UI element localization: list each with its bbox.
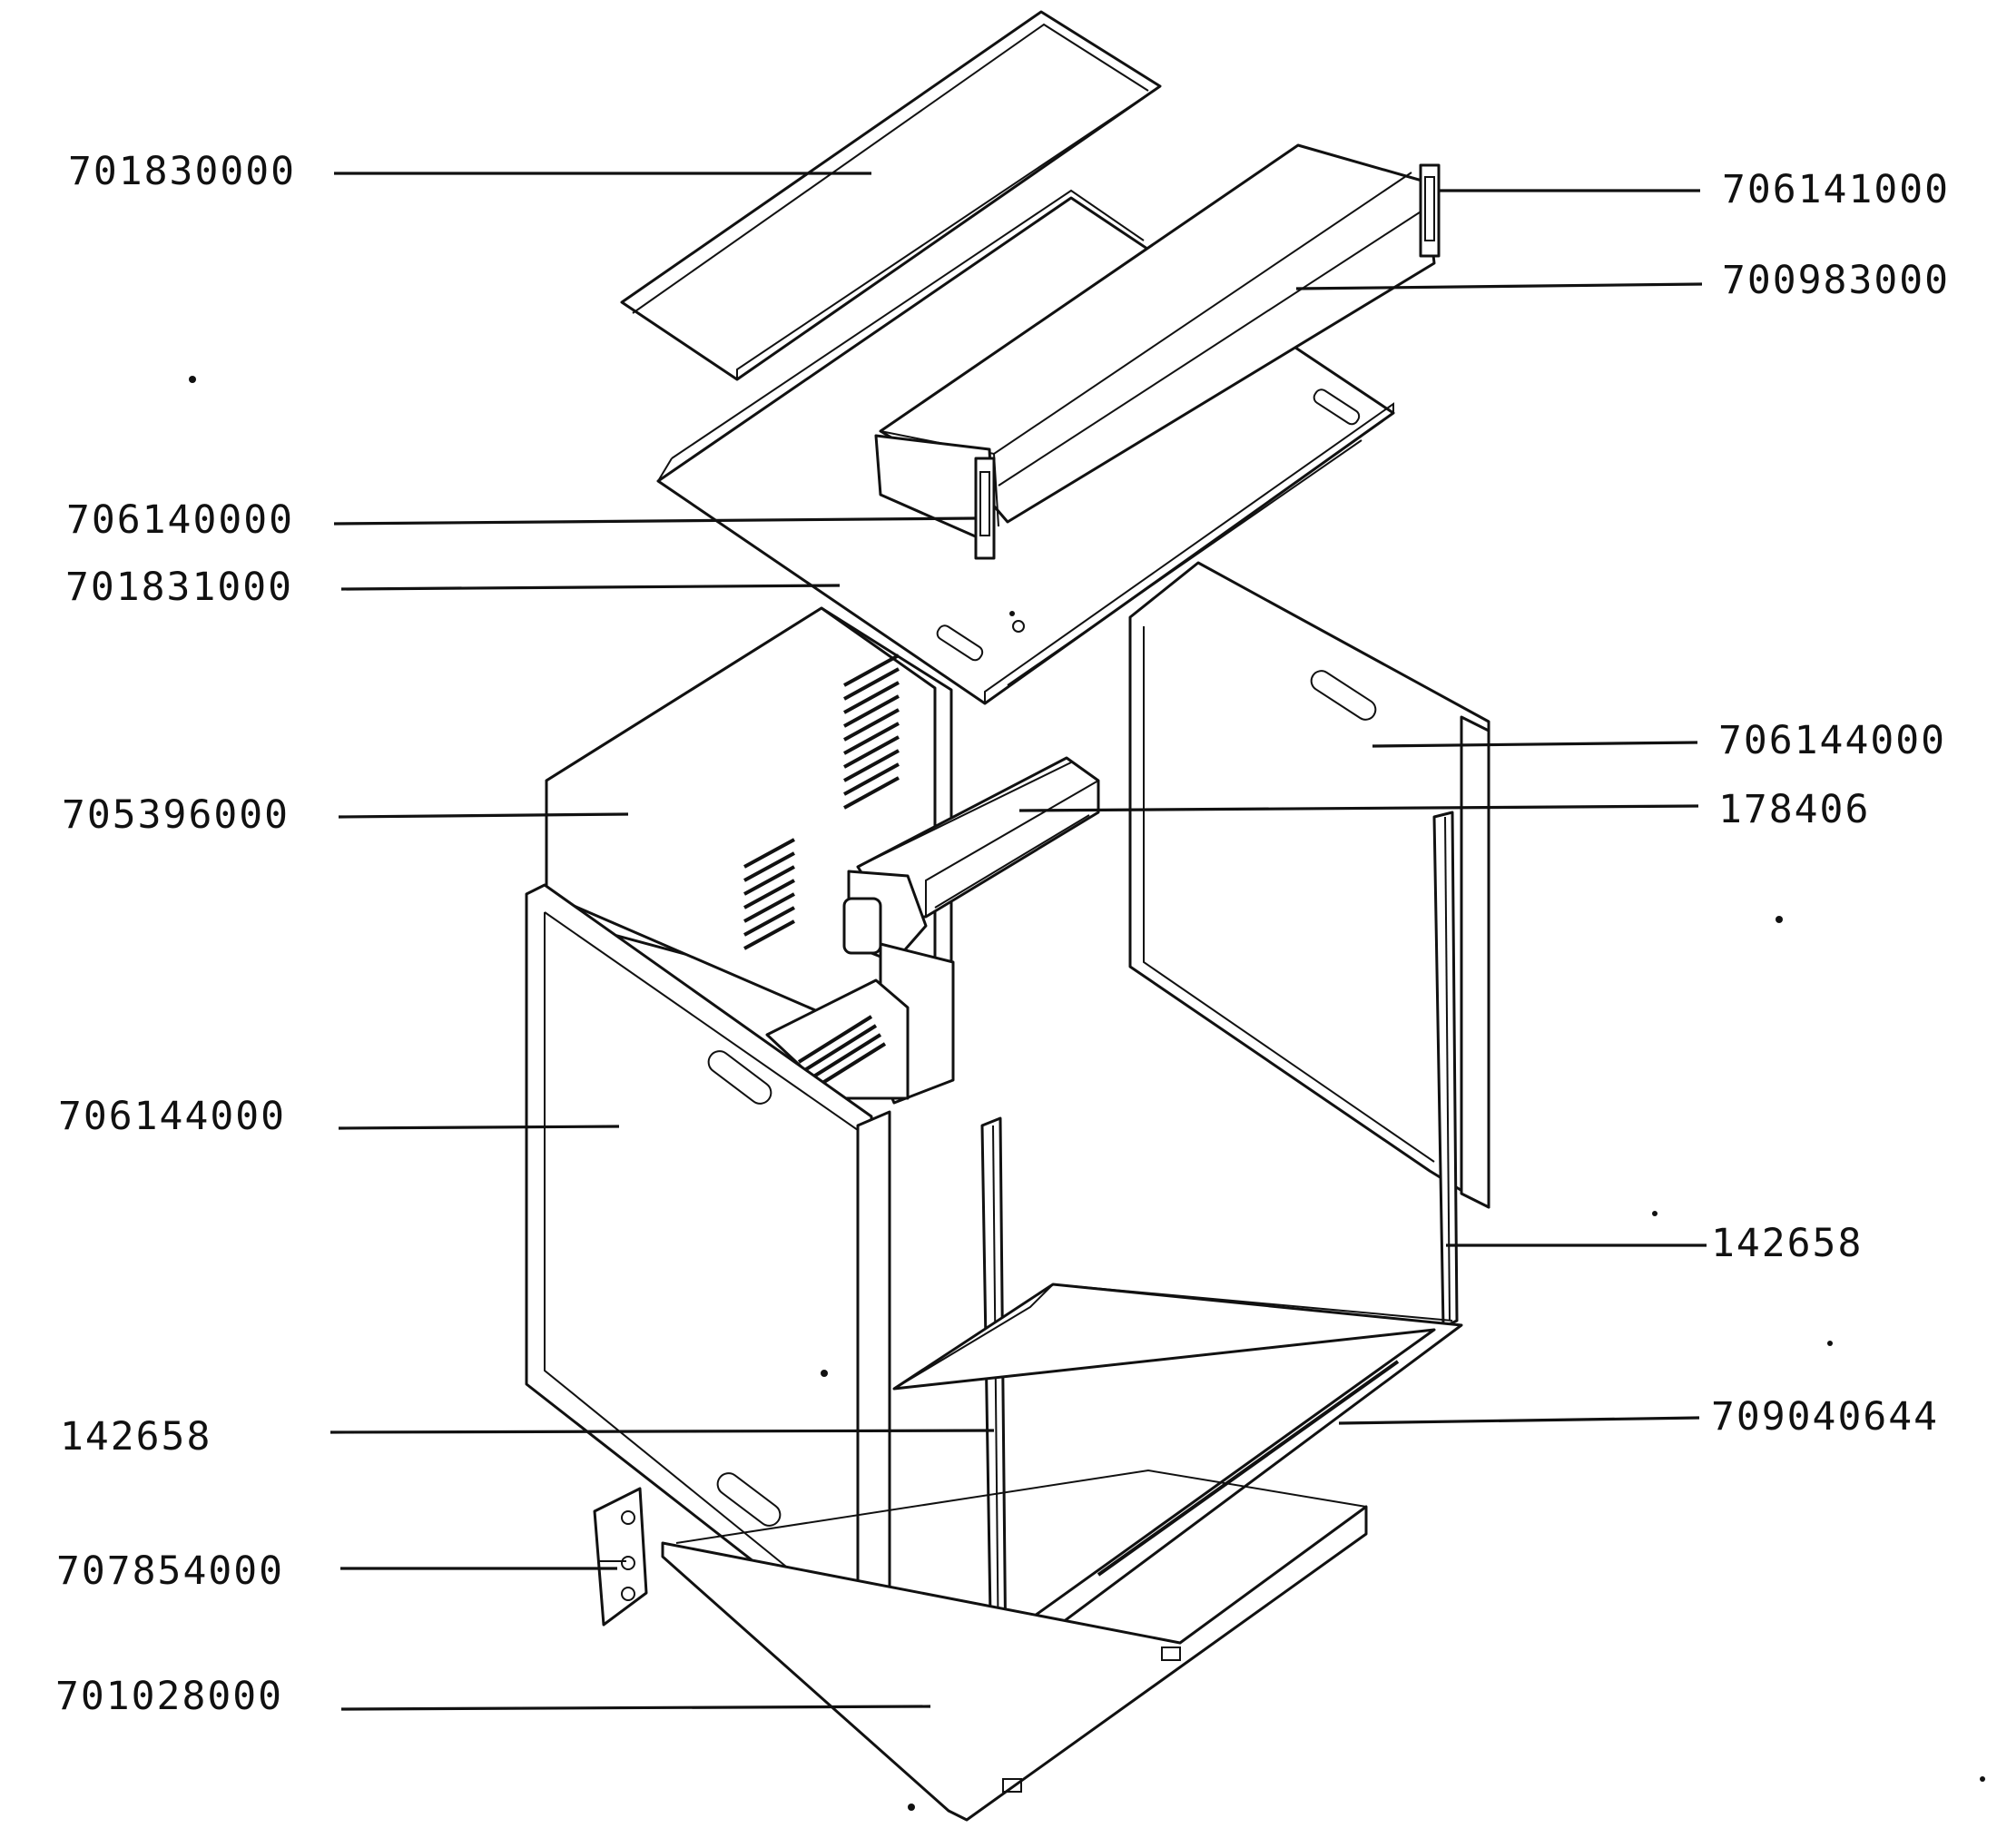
part-number-label: 142658: [60, 1414, 212, 1460]
callout-142658-right: 142658: [1446, 1221, 1863, 1266]
callout-706144000-left: 706144000: [58, 1094, 620, 1139]
callout-178406: 178406: [1018, 787, 1870, 832]
base-frame-part: [892, 1283, 1463, 1658]
callout-701028000: 701028000: [55, 1674, 931, 1719]
callout-706144000-right: 706144000: [1372, 718, 1946, 763]
callout-709040644: 709040644: [1338, 1394, 1939, 1440]
bottom-panel-part: [661, 1469, 1368, 1822]
callout-142658-left: 142658: [60, 1414, 995, 1460]
part-number-label: 706140000: [66, 497, 294, 543]
seal-strip-right-part: [1432, 811, 1459, 1329]
part-number-label: 709040644: [1711, 1394, 1939, 1440]
hinge-plate-part: [593, 1487, 648, 1627]
part-number-label: 700983000: [1722, 258, 1950, 303]
fan-motor-part: [765, 756, 1100, 1105]
part-number-label: 178406: [1718, 787, 1870, 832]
part-number-label: 707854000: [56, 1548, 284, 1594]
part-number-label: 706144000: [1718, 718, 1946, 763]
part-number-label: 706141000: [1722, 167, 1950, 212]
callout-701830000: 701830000: [68, 149, 871, 194]
callout-706140000: 706140000: [66, 497, 977, 543]
callout-706141000: 706141000: [1439, 167, 1950, 212]
part-number-label: 701831000: [65, 565, 293, 610]
part-number-label: 701830000: [68, 149, 296, 194]
vent-slots-lower: [743, 838, 795, 950]
part-number-label: 706144000: [58, 1094, 286, 1139]
callout-707854000: 707854000: [56, 1548, 617, 1594]
callout-700983000: 700983000: [1295, 258, 1950, 303]
part-number-label: 142658: [1711, 1221, 1863, 1266]
top-cover-part: [620, 10, 1162, 381]
callout-701831000: 701831000: [65, 565, 841, 610]
callout-705396000: 705396000: [62, 792, 629, 838]
part-number-label: 705396000: [62, 792, 290, 838]
seal-strip-left-part: [980, 1116, 1008, 1672]
vent-slots-upper: [843, 654, 900, 810]
scan-specks: [189, 376, 1985, 1811]
side-panel-right-part: [1128, 561, 1490, 1209]
part-number-label: 701028000: [55, 1674, 283, 1719]
